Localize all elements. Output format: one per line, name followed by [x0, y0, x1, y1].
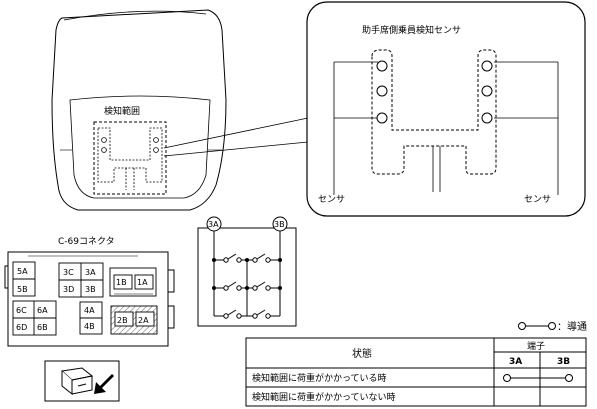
detail-harness-wires: [432, 146, 441, 192]
sensor-label-left: センサ: [318, 194, 345, 205]
callout-line-bottom: [163, 141, 309, 157]
pin-1A: 1A: [137, 278, 148, 287]
pin-6D: 6D: [16, 323, 27, 332]
circuit-wiring: [213, 231, 281, 317]
detail-sensor-lines: [333, 61, 559, 195]
pin-6A: 6A: [37, 306, 48, 315]
terminal-3B-label: 3B: [274, 220, 285, 229]
pin-1B: 1B: [116, 278, 127, 287]
connector-view-icon: [44, 360, 120, 402]
circuit-switches: [223, 253, 271, 319]
seat-mini-sensor: [97, 127, 163, 190]
detail-sensor-outline: [371, 49, 497, 175]
continuity-table-grid: [245, 337, 587, 407]
table-header-terminal: 端子: [527, 340, 545, 352]
detail-callout-box: [306, 1, 586, 217]
pin-5B: 5B: [17, 285, 28, 294]
pin-2B: 2B: [117, 316, 128, 325]
table-header-3B: 3B: [557, 357, 570, 367]
circuit-junction-dots: [212, 258, 282, 290]
seat-illustration: [51, 9, 227, 211]
pin-6B: 6B: [37, 323, 48, 332]
pin-group-1: [109, 267, 157, 297]
pin-group-3: [58, 262, 104, 298]
table-row-2-state: 検知範囲に荷重がかかっていない時: [252, 391, 396, 403]
connector-housing: [4, 251, 175, 347]
terminal-3A-label: 3A: [208, 220, 219, 229]
pin-3B: 3B: [85, 285, 96, 294]
sensor-label-right: センサ: [524, 194, 551, 205]
pin-group-5: [12, 261, 36, 297]
pin-4B: 4B: [84, 322, 95, 331]
pin-3C: 3C: [63, 268, 74, 277]
table-row-1-conduction-symbol: [503, 374, 573, 382]
pin-group-6: [12, 300, 57, 336]
detection-range-box: [93, 121, 167, 195]
connector-title: C-69コネクタ: [58, 236, 115, 247]
pin-2A: 2A: [138, 316, 149, 325]
circuit-box: [197, 227, 297, 327]
callout-line-top: [163, 117, 309, 149]
insert-arrow-icon: [94, 374, 114, 394]
pin-group-2: [110, 305, 158, 335]
detail-title: 助手席側乗員検知センサ: [362, 24, 461, 36]
table-row-1-state: 検知範囲に荷重がかかっている時: [252, 372, 387, 384]
conduction-legend-symbol: [518, 322, 556, 330]
pin-6C: 6C: [16, 306, 27, 315]
detection-range-label: 検知範囲: [104, 105, 140, 117]
table-header-3A: 3A: [509, 357, 522, 367]
pin-5A: 5A: [17, 267, 28, 276]
pin-3D: 3D: [63, 285, 74, 294]
detail-sensor-cells: [376, 60, 493, 124]
table-header-state: 状態: [352, 347, 372, 360]
conduction-legend-label: ：導通: [557, 320, 587, 333]
pin-4A: 4A: [84, 306, 95, 315]
pin-3A: 3A: [85, 268, 96, 277]
pin-group-4: [79, 301, 103, 335]
